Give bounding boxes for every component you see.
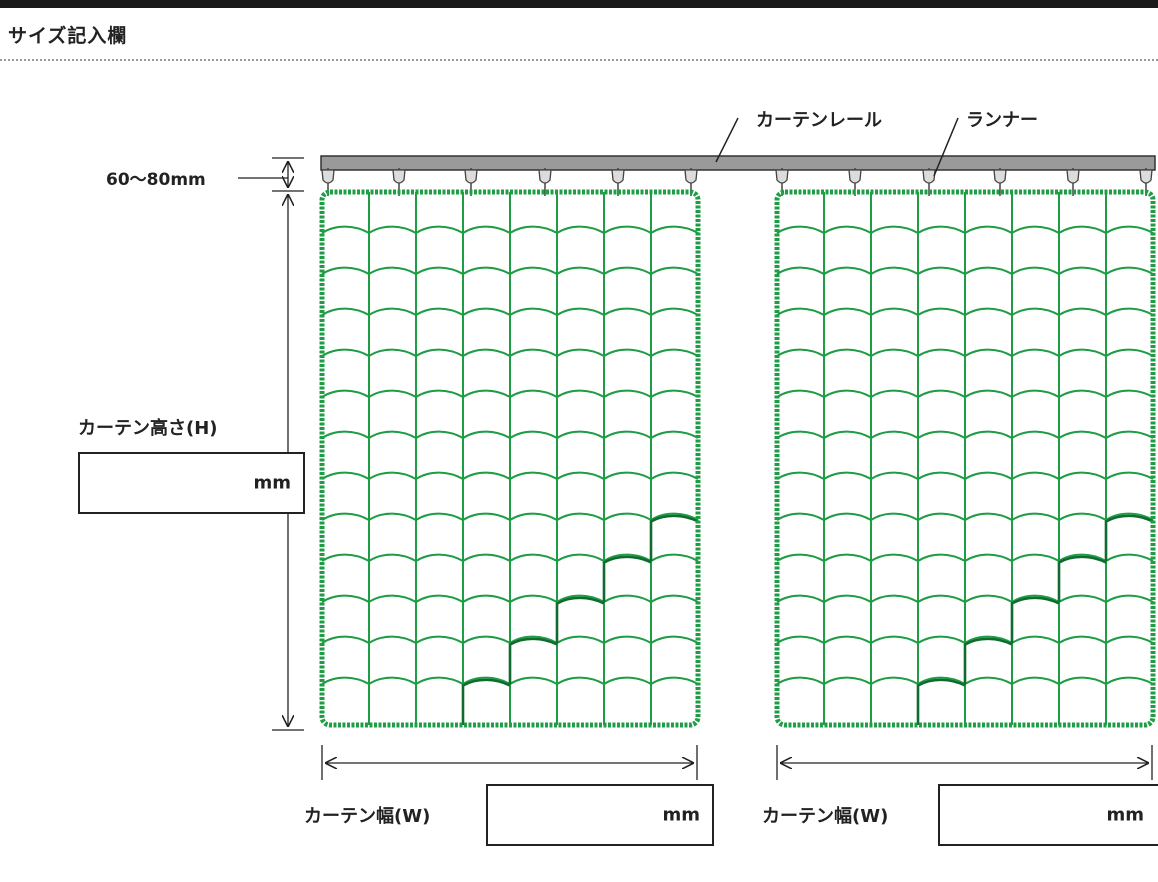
runner-head <box>922 169 936 184</box>
net-horizontal-cord <box>321 635 699 645</box>
net-horizontal-cord <box>321 307 699 317</box>
net-horizontal-cord <box>776 389 1154 399</box>
runner-head <box>993 169 1007 184</box>
runner-head <box>775 169 789 184</box>
net-horizontal-cord <box>776 348 1154 358</box>
height-input-box[interactable]: mm <box>78 452 305 514</box>
net-horizontal-cord <box>321 553 699 563</box>
net-horizontal-cord <box>321 225 699 235</box>
width-right-label: カーテン幅(W) <box>762 806 889 827</box>
runner <box>775 168 789 196</box>
net-horizontal-cord <box>776 635 1154 645</box>
height-label: カーテン高さ(H) <box>78 418 218 439</box>
net-horizontal-cord <box>321 594 699 604</box>
net-horizontal-cord <box>776 430 1154 440</box>
net-horizontal-cord <box>321 266 699 276</box>
runner-head <box>538 169 552 184</box>
height-unit: mm <box>253 472 291 494</box>
width-left-label: カーテン幅(W) <box>304 806 431 827</box>
runner <box>1139 168 1153 196</box>
runner <box>993 168 1007 196</box>
net-horizontal-cord <box>321 389 699 399</box>
net-horizontal-cord <box>321 471 699 481</box>
rail-label: カーテンレール <box>756 110 882 131</box>
runner <box>538 168 552 196</box>
runner-head <box>611 169 625 184</box>
curtain-net-left <box>319 189 701 728</box>
curtain-rail <box>320 155 1156 171</box>
width-right-input-box[interactable]: mm <box>938 784 1158 846</box>
runner-head <box>1139 169 1153 184</box>
net-border-rope <box>774 189 1156 728</box>
width-right-unit: mm <box>1106 804 1144 826</box>
runner <box>922 168 936 196</box>
net-horizontal-cord <box>776 225 1154 235</box>
net-border-rope <box>319 189 701 728</box>
net-horizontal-cord <box>776 553 1154 563</box>
runner-label: ランナー <box>966 110 1038 131</box>
runner-head <box>684 169 698 184</box>
runner-head <box>392 169 406 184</box>
net-horizontal-cord <box>321 512 699 522</box>
net-horizontal-cord <box>776 307 1154 317</box>
title-divider <box>0 59 1158 61</box>
top-bar <box>0 0 1158 8</box>
net-horizontal-cord <box>776 266 1154 276</box>
runner-leader-line <box>933 117 959 177</box>
runner <box>392 168 406 196</box>
width-left-unit: mm <box>662 804 700 826</box>
runner <box>464 168 478 196</box>
net-stair-pattern <box>916 514 1154 725</box>
runner-head <box>464 169 478 184</box>
runner-head <box>321 169 335 184</box>
net-horizontal-cord <box>776 594 1154 604</box>
runner-head <box>848 169 862 184</box>
runner <box>611 168 625 196</box>
net-horizontal-cord <box>776 512 1154 522</box>
curtain-net-right <box>774 189 1156 728</box>
net-horizontal-cord <box>321 430 699 440</box>
runner-group <box>321 168 1153 196</box>
gap-label: 60〜80mm <box>106 170 206 190</box>
net-stair-pattern <box>461 514 699 725</box>
runner-head <box>1066 169 1080 184</box>
rail-leader-line <box>715 117 739 163</box>
net-horizontal-cord <box>776 471 1154 481</box>
section-title: サイズ記入欄 <box>8 25 128 47</box>
width-left-input-box[interactable]: mm <box>486 784 714 846</box>
net-horizontal-cord <box>321 348 699 358</box>
